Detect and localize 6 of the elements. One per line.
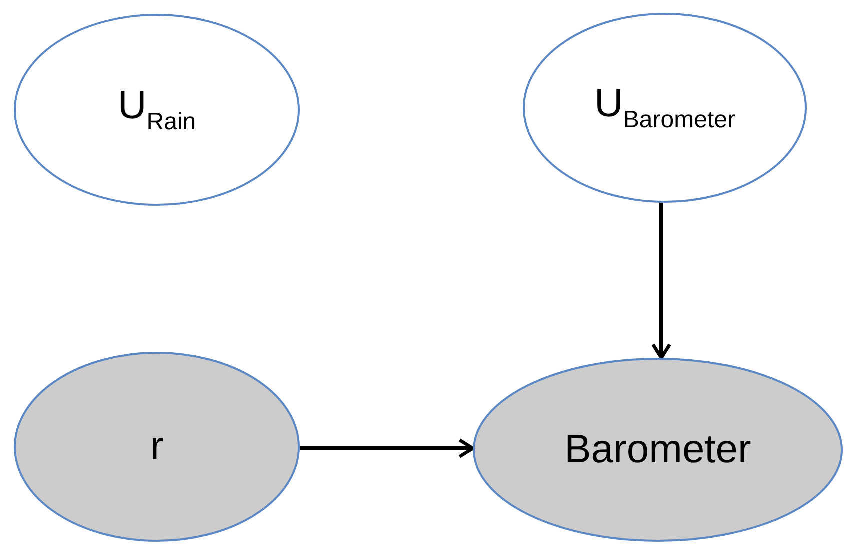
arrow	[300, 438, 475, 458]
node-label: r	[150, 424, 164, 468]
node-label: Barometer	[564, 428, 752, 472]
node-label: U$_{Barometer}$	[594, 82, 736, 126]
node-label: U$_{Rain}$	[118, 84, 196, 128]
arrow	[652, 202, 672, 360]
